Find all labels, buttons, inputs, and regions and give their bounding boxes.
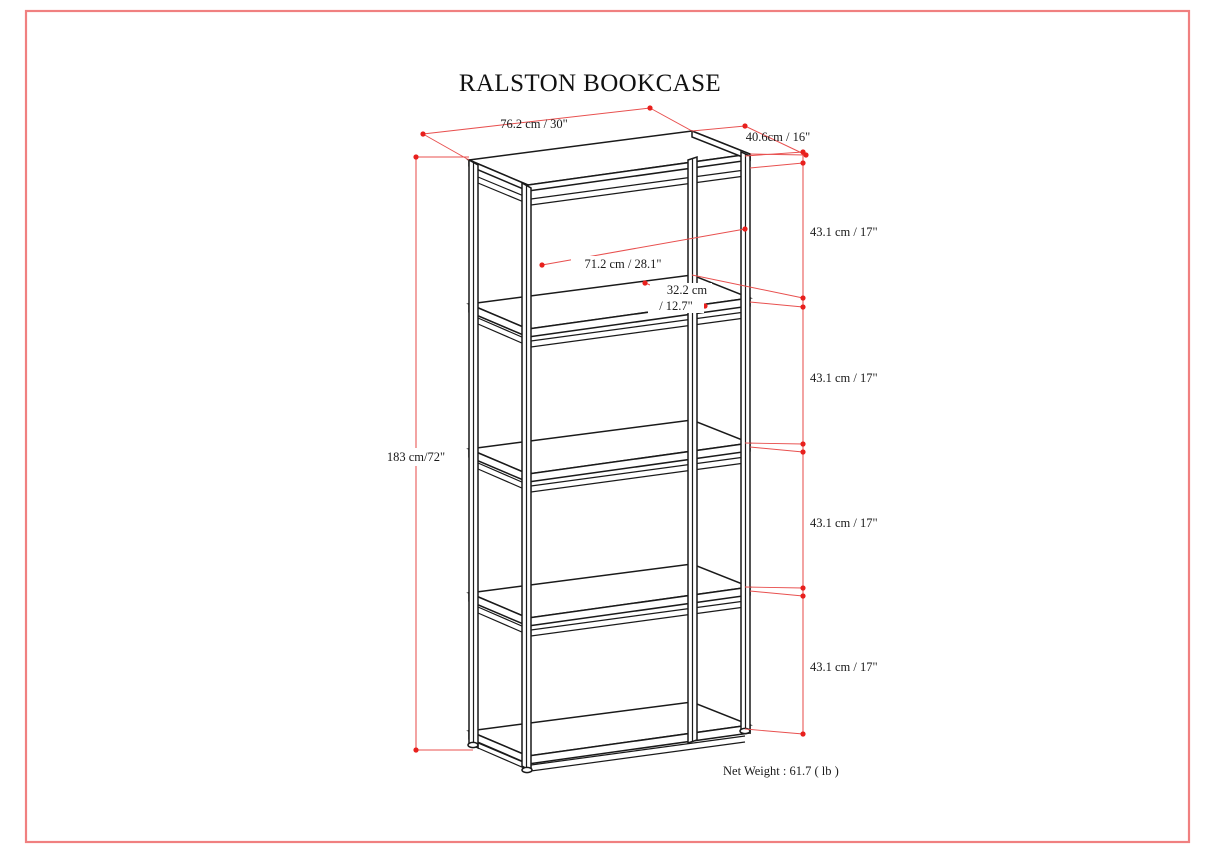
dim-dot-gap-4 bbox=[800, 731, 806, 737]
dim-label-overall-height: 183 cm/72" bbox=[387, 450, 445, 464]
dim-dot-height-bottom bbox=[413, 747, 419, 753]
dim-label-overall-depth: 40.6cm / 16" bbox=[746, 130, 810, 144]
dim-label-shelf-gap-1: 43.1 cm / 17" bbox=[810, 225, 878, 239]
foot-front-left bbox=[521, 766, 533, 774]
dim-label-inner-width-backdrop bbox=[571, 256, 675, 273]
dim-dot-gap-0a bbox=[800, 149, 806, 155]
ext-gap-1b bbox=[749, 301, 804, 308]
dim-dot-gap-2b bbox=[800, 449, 806, 455]
dim-dot-inner-depth-top bbox=[642, 280, 648, 286]
ext-gap-4 bbox=[744, 728, 804, 735]
dim-label-inner-depth-line1: 32.2 cm bbox=[667, 283, 708, 297]
dim-label-inner-depth-backdrop2 bbox=[648, 298, 704, 313]
top-rail-front bbox=[530, 169, 746, 200]
foot-back-left bbox=[467, 741, 479, 749]
ext-width-right bbox=[649, 107, 693, 132]
dim-dot-gap-3a bbox=[800, 585, 806, 591]
dim-dot-depth-top bbox=[742, 123, 748, 129]
dimline-overall-width bbox=[422, 107, 651, 135]
ext-depth-top bbox=[691, 125, 746, 132]
dim-dot-gap-1b bbox=[800, 304, 806, 310]
dim-label-shelf-gap-2: 43.1 cm / 17" bbox=[810, 371, 878, 385]
dim-label-height-backdrop bbox=[383, 448, 449, 466]
ext-gap-2b bbox=[749, 446, 804, 453]
ext-gap-1a bbox=[691, 274, 804, 299]
dim-dot-width-right bbox=[647, 105, 653, 111]
foot-back-right bbox=[739, 727, 751, 735]
dim-dot-gap-3b bbox=[800, 593, 806, 599]
dim-label-inner-width: 71.2 cm / 28.1" bbox=[585, 257, 662, 271]
dim-dot-gap-1a bbox=[800, 295, 806, 301]
bookcase-drawing bbox=[466, 129, 753, 774]
shelf-2-lower-left bbox=[468, 311, 529, 338]
ext-gap-3b bbox=[749, 590, 804, 597]
dim-label-inner-depth-backdrop1 bbox=[650, 283, 712, 298]
dim-dot-gap-0b bbox=[800, 160, 806, 166]
dim-label-overall-width: 76.2 cm / 30" bbox=[500, 117, 568, 131]
top-rail-front-lower bbox=[530, 175, 746, 206]
dimension-annotations: 76.2 cm / 30" 40.6cm / 16" 183 cm/72" 71… bbox=[383, 105, 878, 753]
dim-label-shelf-gap-3: 43.1 cm / 17" bbox=[810, 516, 878, 530]
dimline-overall-depth bbox=[744, 125, 807, 156]
ext-gap-0b bbox=[749, 162, 804, 169]
net-weight-label: Net Weight : 61.7 ( lb ) bbox=[723, 764, 839, 778]
dim-dot-gap-2a bbox=[800, 441, 806, 447]
ext-gap-2a bbox=[744, 442, 804, 445]
dim-label-inner-depth-line2: / 12.7" bbox=[659, 299, 693, 313]
ext-gap-0a bbox=[744, 151, 804, 157]
dim-label-shelf-gap-4: 43.1 cm / 17" bbox=[810, 660, 878, 674]
ext-gap-3a bbox=[744, 586, 804, 589]
dim-dot-inner-width-left bbox=[539, 262, 545, 268]
ext-depth-bottom bbox=[749, 153, 807, 156]
page-border bbox=[24, 9, 1191, 844]
dim-dot-height-top bbox=[413, 154, 419, 160]
page-title: RALSTON BOOKCASE bbox=[459, 70, 721, 97]
dim-dot-width-left bbox=[420, 131, 426, 137]
ext-width-left bbox=[422, 133, 470, 161]
dim-dot-inner-width-right bbox=[742, 226, 748, 232]
